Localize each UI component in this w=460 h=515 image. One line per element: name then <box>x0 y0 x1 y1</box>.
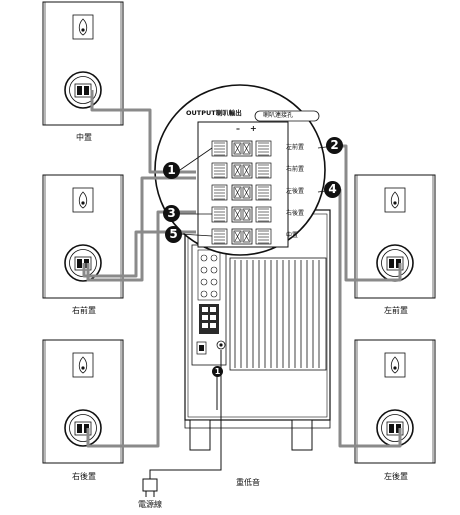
callout-4: 4 <box>324 181 341 198</box>
output-title: OUTPUT喇叭輸出 <box>186 109 242 117</box>
channel-label-center: 中置 <box>286 232 299 239</box>
center-speaker <box>42 1 124 126</box>
callout-1: 1 <box>163 162 180 179</box>
center-label: 中置 <box>76 133 92 142</box>
callout-5: 5 <box>165 226 182 243</box>
plus-sign: + <box>250 124 257 133</box>
channel-label-rear-left: 左後置 <box>286 188 305 195</box>
front-left-label: 左前置 <box>384 306 408 315</box>
callout-3: 3 <box>163 205 180 222</box>
front-right-label: 右前置 <box>72 306 96 315</box>
rear-left-label: 左後置 <box>384 472 408 481</box>
output-panel-zoom <box>154 84 326 256</box>
channel-label-front-right: 右前置 <box>286 166 305 173</box>
subwoofer-label: 重低音 <box>236 478 260 487</box>
channel-label-rear-right: 右後置 <box>286 210 305 217</box>
power-cord-label: 電源線 <box>138 500 162 509</box>
channel-label-front-left: 左前置 <box>286 144 305 151</box>
callout-2: 2 <box>326 137 343 154</box>
rear-right-label: 右後置 <box>72 472 96 481</box>
speaker-jack-label: 喇叭連接孔 <box>263 112 294 119</box>
callout-1-power: 1 <box>212 366 223 377</box>
power-cord <box>142 350 222 497</box>
minus-sign: – <box>236 124 240 133</box>
